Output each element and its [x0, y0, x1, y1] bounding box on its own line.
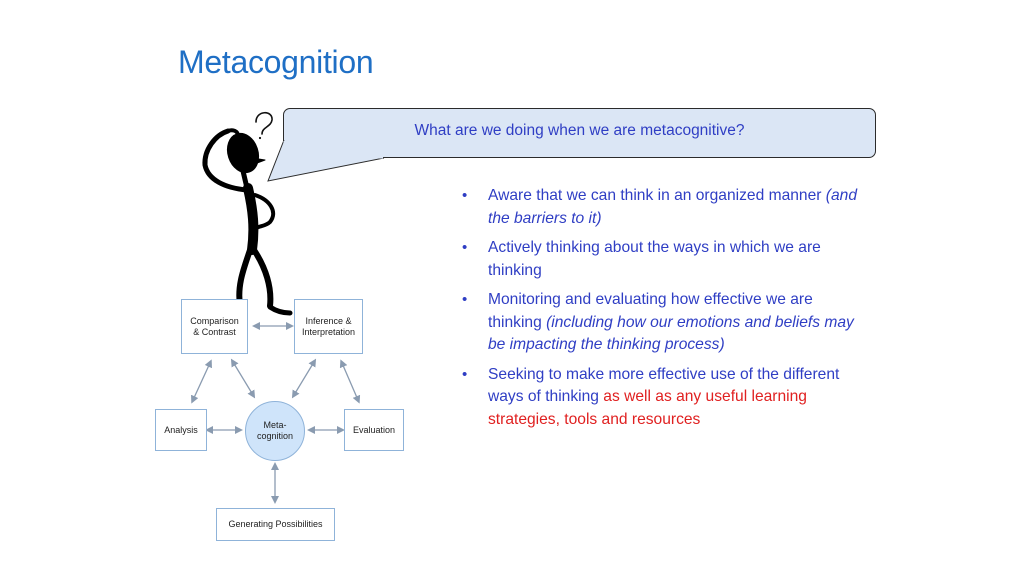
thinking-stick-figure-icon	[202, 128, 293, 316]
bullet-item: • Seeking to make more effective use of t…	[462, 364, 862, 432]
slide-title: Metacognition	[178, 44, 374, 80]
bullet-italic: (and the barriers to it)	[488, 187, 857, 227]
node-evaluation: Evaluation	[344, 409, 404, 451]
arrow-analysis-comparison	[191, 359, 212, 404]
arrow-comparison-metacognition	[230, 358, 256, 399]
bullet-text: Seeking to make more effective use of th…	[488, 365, 840, 406]
node-label: Meta- cognition	[256, 420, 294, 441]
bullet-dot-icon: •	[462, 291, 468, 308]
node-metacognition: Meta- cognition	[245, 401, 305, 461]
bullet-italic: (including how our emotions and beliefs …	[488, 313, 854, 354]
node-label: Inference & Interpretation	[301, 315, 356, 337]
node-analysis: Analysis	[155, 409, 207, 451]
node-generating-possibilities: Generating Possibilities	[216, 508, 335, 541]
node-label: Analysis	[164, 424, 198, 435]
speech-callout	[283, 108, 876, 158]
bullet-dot-icon: •	[462, 365, 468, 383]
bullet-item: • Monitoring and evaluating how effective…	[462, 289, 862, 357]
bullet-dot-icon: •	[462, 239, 468, 256]
arrow-inference-metacognition	[291, 358, 317, 399]
node-label: Generating Possibilities	[228, 519, 323, 529]
node-label: Evaluation	[352, 424, 396, 435]
bullet-text: Monitoring and evaluating how effective …	[488, 291, 813, 331]
callout-tail	[267, 139, 385, 182]
bullet-dot-icon: •	[462, 187, 468, 204]
arrow-inference-evaluation	[339, 359, 361, 404]
node-label: Comparison & Contrast	[190, 315, 239, 337]
bullet-item: • Actively thinking about the ways in whi…	[462, 237, 862, 282]
question-mark-icon	[255, 111, 273, 140]
bullet-highlight: as well as any useful learning strategie…	[488, 388, 807, 428]
node-comparison-contrast: Comparison & Contrast	[181, 299, 248, 354]
callout-question: What are we doing when we are metacognit…	[414, 122, 745, 139]
bullet-text: Actively thinking about the ways in whic…	[488, 239, 821, 279]
bullet-item: • Aware that we can think in an organized…	[462, 185, 862, 230]
bullet-list: • Aware that we can think in an organized…	[462, 185, 862, 438]
node-inference-interpretation: Inference & Interpretation	[294, 299, 363, 354]
bullet-text: Aware that we can think in an organized …	[488, 187, 826, 204]
